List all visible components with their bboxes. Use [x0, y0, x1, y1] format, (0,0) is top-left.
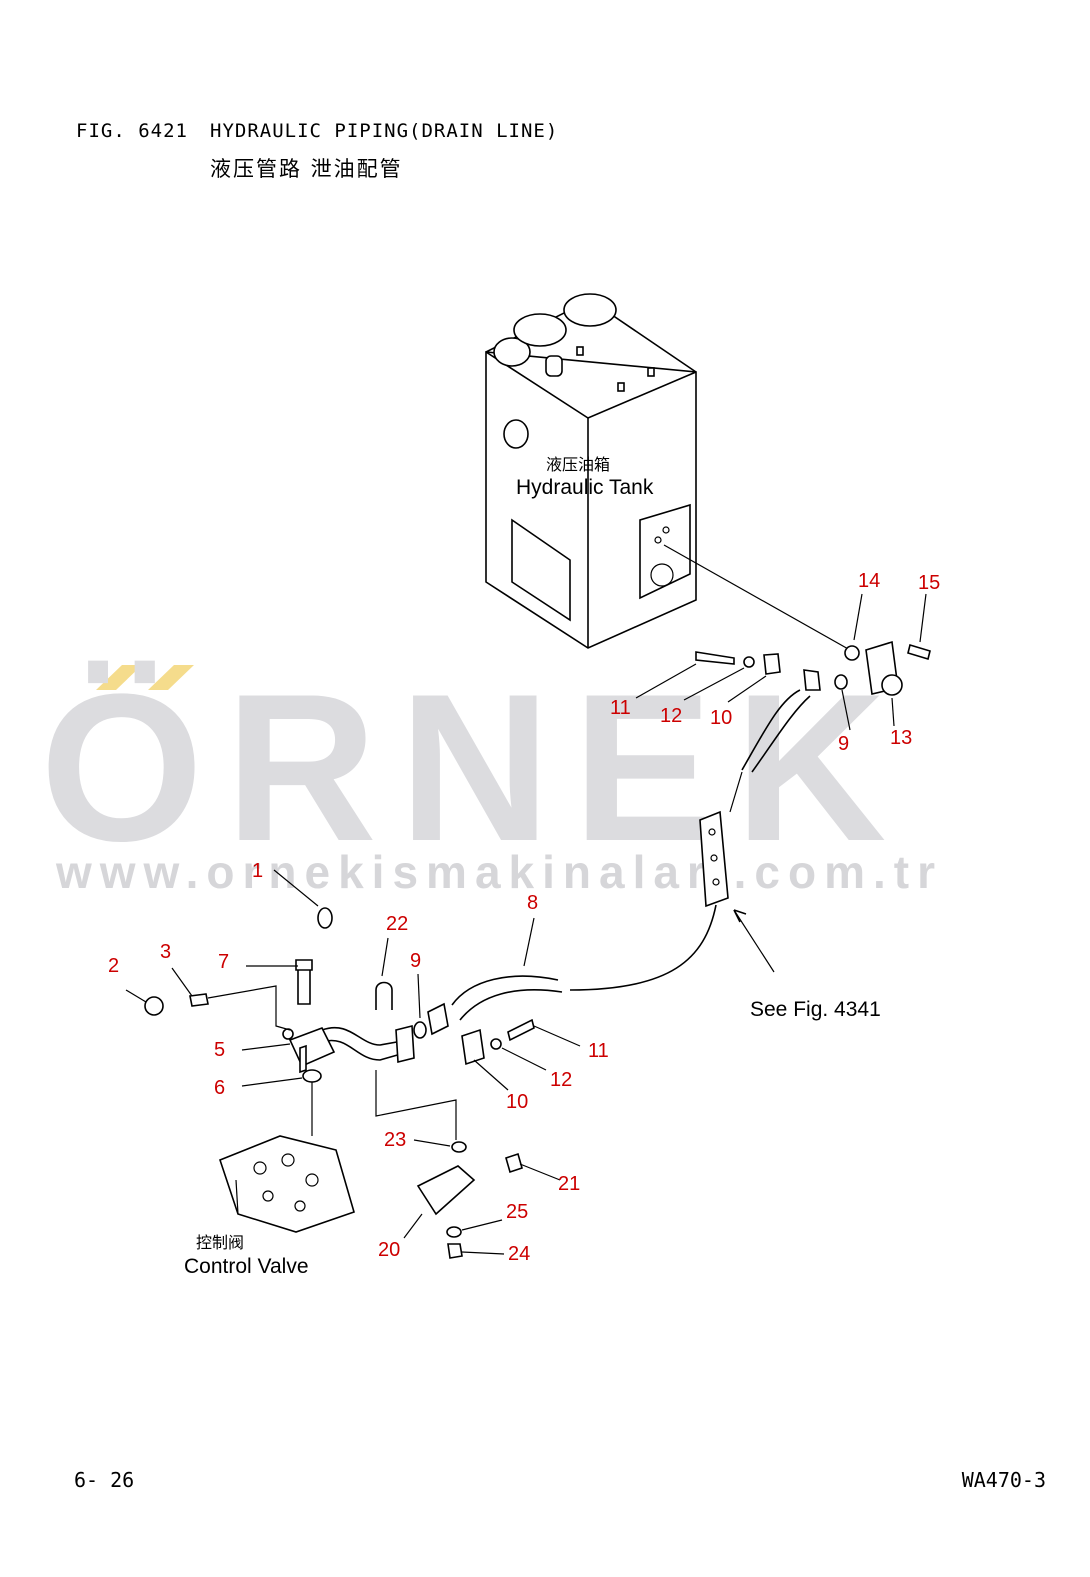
- callout-23: 23: [384, 1129, 406, 1151]
- figure-title-chinese: 液压管路 泄油配管: [210, 157, 403, 181]
- tank-label: Hydraulic Tank: [516, 476, 654, 499]
- callout-14: 14: [858, 570, 880, 592]
- callout-9-lower: 9: [410, 950, 421, 972]
- control-valve: 控制阀 Control Valve: [184, 1135, 355, 1278]
- callout-21: 21: [558, 1173, 580, 1195]
- callout-6: 6: [214, 1077, 225, 1099]
- callout-1: 1: [252, 860, 263, 882]
- watermark-url: www.ornekismakinalari.com.tr: [55, 846, 943, 898]
- callout-3: 3: [160, 941, 171, 963]
- callout-22: 22: [386, 913, 408, 935]
- valve-label-chinese: 控制阀: [196, 1233, 244, 1252]
- callout-9: 9: [838, 733, 849, 755]
- callout-13: 13: [890, 727, 912, 749]
- page-number: 6- 26: [74, 1468, 135, 1492]
- watermark-brand: ÖRNEK: [40, 650, 908, 885]
- figure-title: HYDRAULIC PIPING(DRAIN LINE): [210, 120, 559, 142]
- see-fig-reference: See Fig. 4341: [750, 998, 881, 1021]
- callout-15: 15: [918, 572, 940, 594]
- callout-10-lower: 10: [506, 1091, 528, 1113]
- callout-20: 20: [378, 1239, 400, 1261]
- callout-25: 25: [506, 1201, 528, 1223]
- callout-8: 8: [527, 892, 538, 914]
- figure-number: FIG. 6421: [76, 120, 188, 142]
- hydraulic-tank: 液压油箱 Hydraulic Tank: [485, 293, 697, 649]
- callout-7: 7: [218, 951, 229, 973]
- callout-11-lower: 11: [588, 1040, 609, 1062]
- callouts: 14 15 11 12 10 9 13 1 22 9 8 2 3 7 5 11 …: [108, 570, 940, 1265]
- callout-12: 12: [660, 705, 682, 727]
- callout-12-lower: 12: [550, 1069, 572, 1091]
- callout-11: 11: [610, 697, 631, 719]
- callout-24: 24: [508, 1243, 530, 1265]
- watermark-accent-right: [148, 665, 194, 690]
- valve-label: Control Valve: [184, 1255, 309, 1278]
- callout-2: 2: [108, 955, 119, 977]
- watermark-accent-left: [96, 665, 142, 690]
- model-number: WA470-3: [961, 1468, 1046, 1492]
- callout-10: 10: [710, 707, 732, 729]
- leader-lines: [125, 593, 927, 1255]
- tank-label-chinese: 液压油箱: [546, 455, 610, 474]
- watermark: ÖRNEK www.ornekismakinalari.com.tr: [40, 650, 943, 898]
- callout-5: 5: [214, 1039, 225, 1061]
